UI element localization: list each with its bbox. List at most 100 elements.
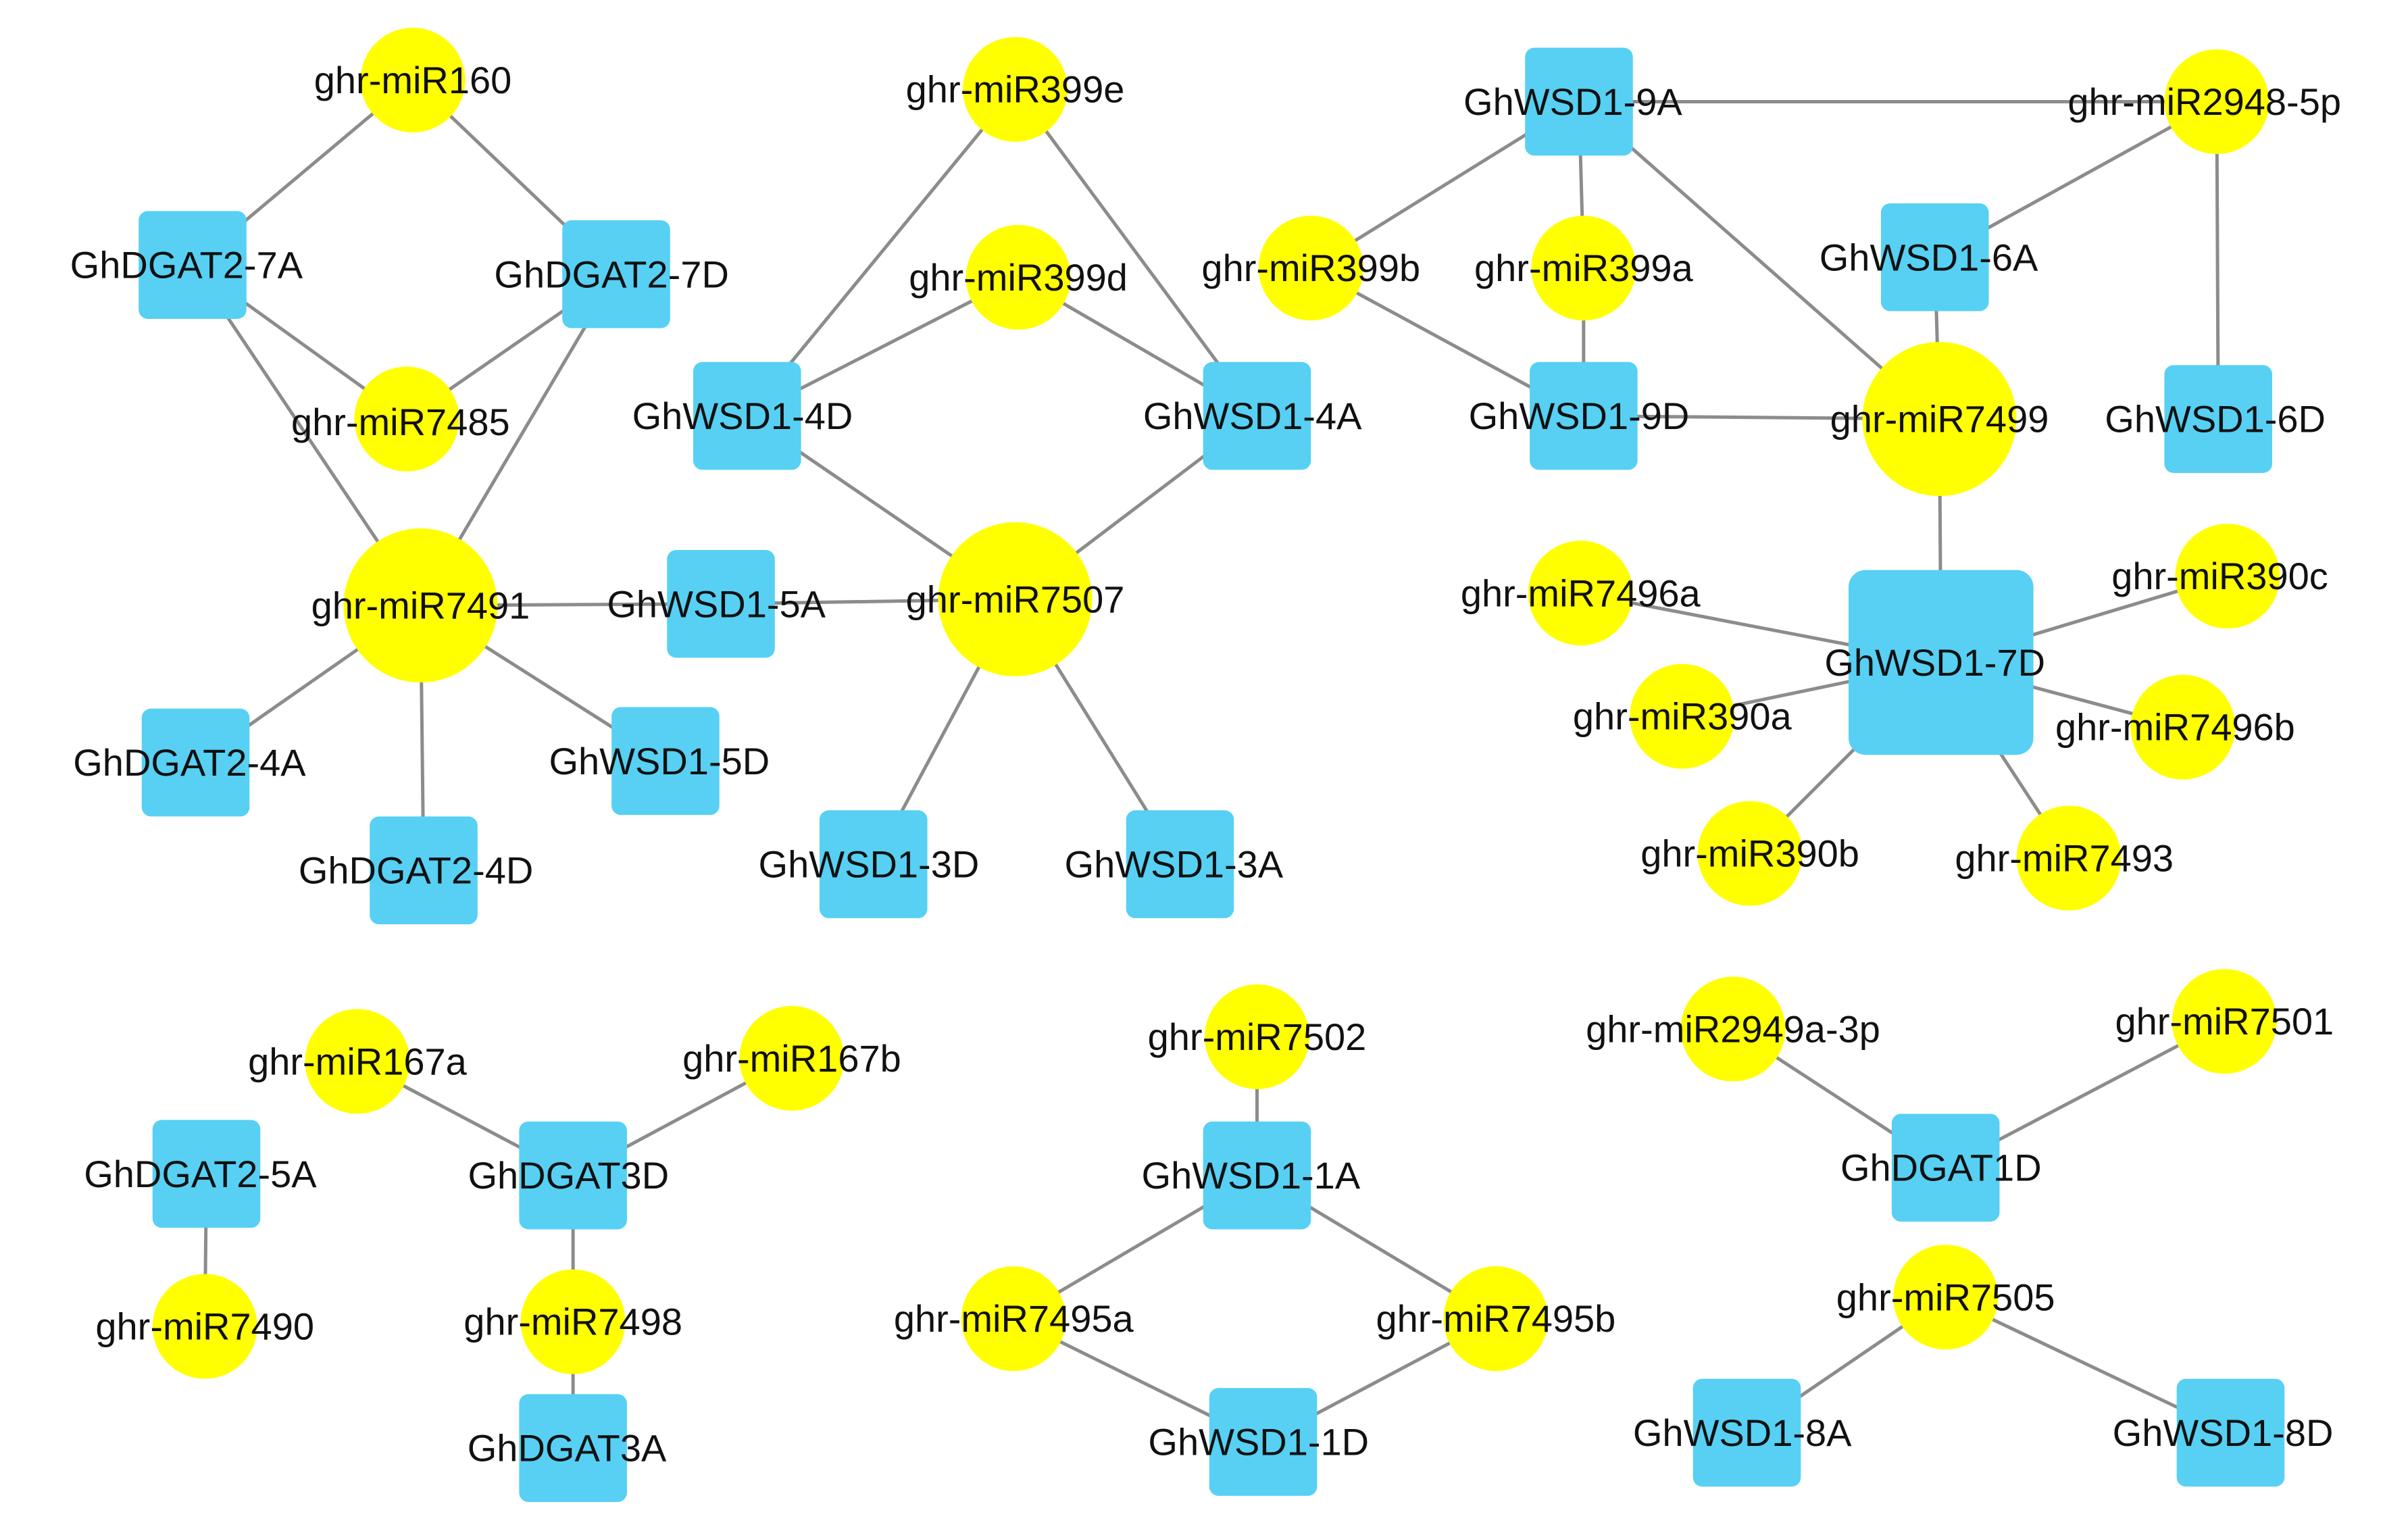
node-label-ghwsd1-1a: GhWSD1-1A: [1142, 1154, 1361, 1197]
node-label-ghr-mir2949a-3p: ghr-miR2949a-3p: [1586, 1008, 1880, 1051]
node-label-ghwsd1-5a: GhWSD1-5A: [607, 582, 826, 625]
mirna-node-ghr-mir2948-5p: [2164, 49, 2269, 155]
node-label-ghwsd1-4d: GhWSD1-4D: [632, 395, 853, 437]
gene-node-ghwsd1-1d: [1209, 1388, 1318, 1496]
node-label-ghwsd1-8a: GhWSD1-8A: [1633, 1411, 1852, 1454]
node-label-ghdgat2-4a: GhDGAT2-4A: [73, 741, 306, 784]
mirna-node-ghr-mir7499: [1862, 342, 2017, 497]
mirna-node-ghr-mir7495b: [1443, 1266, 1549, 1372]
mirna-node-ghr-mir2949a-3p: [1680, 976, 1786, 1082]
node-label-ghr-mir399b: ghr-miR399b: [1201, 247, 1420, 289]
gene-node-ghwsd1-3d: [819, 810, 928, 918]
gene-node-ghwsd1-9d: [1530, 361, 1638, 470]
gene-node-ghdgat2-7d: [562, 220, 670, 328]
edge-ghr-mir399e-to-ghwsd1-4a: [1013, 88, 1259, 418]
node-label-ghr-mir160: ghr-miR160: [314, 59, 512, 101]
mirna-node-ghr-mir399b: [1258, 216, 1363, 321]
gene-node-ghwsd1-6d: [2164, 365, 2272, 473]
mirna-node-ghr-mir160: [360, 28, 466, 133]
mirna-node-ghr-mir7485: [354, 366, 459, 472]
mirna-node-ghr-mir7491: [343, 528, 498, 683]
gene-node-ghwsd1-4d: [693, 361, 801, 470]
node-label-ghwsd1-4a: GhWSD1-4A: [1143, 395, 1362, 437]
node-label-ghwsd1-9a: GhWSD1-9A: [1463, 80, 1682, 123]
node-label-ghwsd1-3d: GhWSD1-3D: [759, 843, 980, 886]
node-label-ghr-mir7499: ghr-miR7499: [1830, 398, 2049, 441]
node-label-ghdgat2-4d: GhDGAT2-4D: [299, 849, 533, 892]
node-label-ghdgat2-7d: GhDGAT2-7D: [494, 253, 728, 295]
node-label-ghr-mir7505: ghr-miR7505: [1836, 1276, 2055, 1318]
mirna-node-ghr-mir7493: [2016, 805, 2122, 911]
node-label-ghdgat2-7a: GhDGAT2-7A: [70, 244, 303, 286]
gene-node-ghwsd1-7d: [1849, 570, 2034, 755]
mirna-node-ghr-mir390a: [1630, 664, 1735, 769]
mirna-node-ghr-mir7496a: [1528, 541, 1633, 646]
node-label-ghr-mir7496b: ghr-miR7496b: [2055, 706, 2295, 749]
mirna-node-ghr-mir7498: [520, 1269, 626, 1374]
gene-node-ghdgat3d: [519, 1121, 627, 1230]
node-label-ghr-mir7493: ghr-miR7493: [1955, 836, 2174, 879]
node-label-ghwsd1-8d: GhWSD1-8D: [2113, 1411, 2334, 1454]
node-label-ghr-mir167a: ghr-miR167a: [248, 1040, 468, 1082]
gene-node-ghdgat2-4a: [141, 708, 250, 817]
mirna-node-ghr-mir399e: [963, 36, 1068, 142]
gene-node-ghwsd1-8a: [1692, 1378, 1801, 1487]
gene-node-ghdgat3a: [519, 1394, 627, 1502]
node-label-ghr-mir7490: ghr-miR7490: [95, 1305, 314, 1348]
gene-node-ghwsd1-3a: [1126, 810, 1234, 918]
mirna-node-ghr-mir7501: [2172, 969, 2277, 1074]
mirna-node-ghr-mir7507: [938, 522, 1093, 676]
node-label-ghr-mir399e: ghr-miR399e: [906, 68, 1125, 111]
node-label-ghwsd1-1d: GhWSD1-1D: [1148, 1421, 1369, 1463]
node-label-ghwsd1-5d: GhWSD1-5D: [549, 740, 770, 782]
node-layer: [139, 28, 2285, 1502]
node-label-ghr-mir7485: ghr-miR7485: [291, 401, 510, 443]
mirna-node-ghr-mir167a: [305, 1009, 410, 1114]
node-label-ghwsd1-9d: GhWSD1-9D: [1469, 395, 1690, 437]
mirna-node-ghr-mir7505: [1893, 1245, 1999, 1350]
mirna-node-ghr-mir399a: [1531, 216, 1636, 321]
gene-node-ghwsd1-5d: [611, 707, 720, 816]
node-label-ghdgat3a: GhDGAT3A: [468, 1427, 667, 1470]
node-label-ghr-mir399d: ghr-miR399d: [909, 256, 1128, 299]
mirna-node-ghr-mir390b: [1697, 801, 1803, 906]
gene-node-ghwsd1-4a: [1203, 361, 1311, 470]
node-label-ghr-mir167b: ghr-miR167b: [682, 1037, 901, 1080]
node-label-ghwsd1-6a: GhWSD1-6A: [1820, 236, 2038, 278]
node-label-ghr-mir7495b: ghr-miR7495b: [1376, 1297, 1615, 1340]
node-label-ghr-mir7502: ghr-miR7502: [1148, 1016, 1367, 1058]
mirna-node-ghr-mir7495a: [961, 1266, 1066, 1372]
mirna-node-ghr-mir7490: [152, 1274, 257, 1379]
gene-node-ghdgat1d: [1891, 1113, 2000, 1222]
node-label-ghwsd1-6d: GhWSD1-6D: [2105, 398, 2326, 441]
node-label-ghdgat2-5a: GhDGAT2-5A: [84, 1153, 317, 1195]
edge-ghwsd1-9a-to-ghr-mir7499: [1578, 100, 1941, 421]
mirna-node-ghr-mir390c: [2175, 524, 2280, 629]
gene-node-ghdgat2-4d: [370, 816, 478, 924]
node-label-ghr-mir7495a: ghr-miR7495a: [894, 1297, 1134, 1340]
gene-node-ghdgat2-7a: [139, 211, 247, 319]
mirna-node-ghr-mir7496b: [2130, 674, 2236, 780]
gene-node-ghwsd1-8d: [2176, 1378, 2285, 1487]
node-label-ghr-mir7498: ghr-miR7498: [463, 1301, 682, 1343]
mirna-node-ghr-mir7502: [1204, 984, 1309, 1089]
gene-node-ghdgat2-5a: [152, 1120, 261, 1228]
node-label-ghdgat3d: GhDGAT3D: [468, 1154, 669, 1197]
node-label-ghr-mir390c: ghr-miR390c: [2111, 555, 2328, 597]
node-label-ghr-mir7507: ghr-miR7507: [906, 578, 1125, 620]
mirna-node-ghr-mir399d: [965, 224, 1071, 330]
node-label-ghr-mir390b: ghr-miR390b: [1640, 832, 1859, 875]
node-label-ghwsd1-3a: GhWSD1-3A: [1065, 843, 1284, 886]
node-label-ghdgat1d: GhDGAT1D: [1840, 1147, 2042, 1189]
gene-node-ghwsd1-5a: [667, 549, 775, 658]
node-label-ghr-mir399a: ghr-miR399a: [1474, 247, 1694, 289]
gene-node-ghwsd1-9a: [1525, 47, 1633, 156]
node-label-ghr-mir7496a: ghr-miR7496a: [1461, 572, 1701, 614]
edge-ghr-mir399e-to-ghwsd1-4d: [745, 88, 1017, 418]
node-label-ghr-mir7501: ghr-miR7501: [2115, 1000, 2334, 1043]
gene-node-ghwsd1-1a: [1203, 1121, 1311, 1230]
node-label-ghr-mir7491: ghr-miR7491: [311, 584, 530, 627]
mirna-node-ghr-mir167b: [739, 1005, 845, 1111]
